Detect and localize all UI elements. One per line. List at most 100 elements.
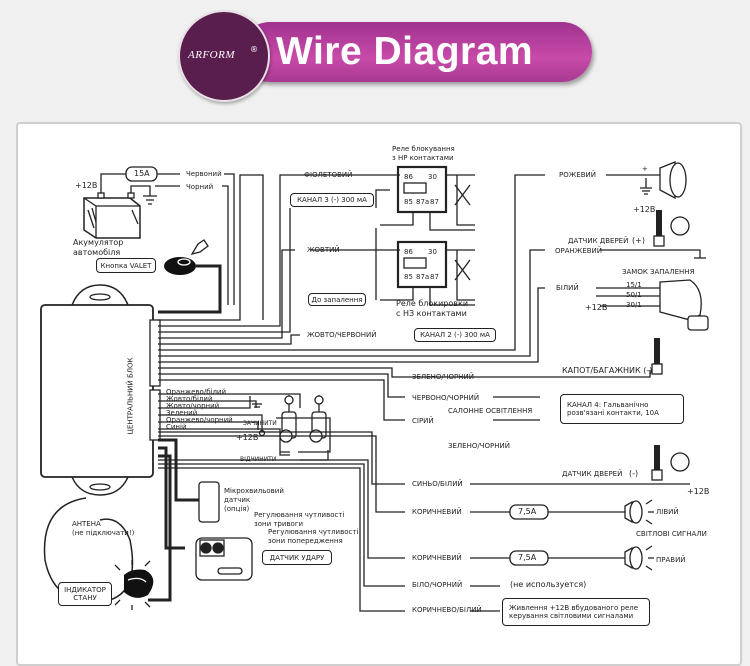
unlock-label: ВІДЧИНИТИ	[240, 456, 277, 463]
door-sensor-pos-polarity: (+)	[632, 236, 645, 245]
antenna-label-2: (не підключати!)	[72, 529, 135, 537]
valet-label-text: Кнопка VALET	[100, 261, 152, 270]
relay-nc-title: Реле блокировки	[396, 299, 469, 308]
not-used-label: (не используется)	[510, 580, 587, 589]
relay-nc-pin-30: 30	[428, 248, 437, 256]
relay-nc-pin-87: 87	[430, 273, 439, 281]
left-signal-label: ЛІВИЙ	[656, 508, 679, 516]
door-lock-wire-label: Зелений	[166, 409, 198, 417]
valet-button-icon	[164, 239, 209, 275]
ignition-terminal-15: 15/1	[626, 281, 642, 289]
door-lock-wire-label: Жовто/чорний	[166, 402, 220, 410]
title-pill	[240, 22, 592, 82]
wire-yellow-red-label: ЖОВТО/ЧЕРВОНИЙ	[307, 331, 377, 339]
logo-text: ARFORM	[188, 49, 235, 61]
right-signal-lamp-icon	[624, 545, 654, 571]
relay-power-text: Живлення +12В вбудованого реле	[509, 604, 639, 612]
wire-violet-label: ФІОЛЕТОВИЙ	[304, 171, 353, 179]
wire-blue-white-label: СИНЬО/БІЛИЙ	[412, 480, 463, 488]
relay-nc-pin-87a: 87a	[416, 273, 430, 281]
relay-nc-icon	[310, 228, 475, 306]
channel2-box: КАНАЛ 2 (-) 300 мА	[414, 328, 496, 342]
hood-trunk-label: КАПОТ/БАГАЖНИК (-)	[562, 366, 653, 375]
door-sensor-pos-label: ДАТЧИК ДВЕРЕЙ	[568, 237, 629, 245]
channel4-box: КАНАЛ 4: Гальванічно розв'язані контакти…	[560, 394, 684, 424]
ignition-lock-icon	[596, 279, 709, 331]
channel4-text-2: розв'язані контакти, 10А	[567, 409, 659, 417]
door-sensor-pos-voltage: +12В	[633, 205, 656, 214]
relay-power-box: Живлення +12В вбудованого реле керування…	[502, 598, 650, 626]
interior-light-label: САЛОННЕ ОСВІТЛЕННЯ	[448, 407, 533, 415]
left-signal-lamp-icon	[624, 499, 654, 525]
main-fuse-label: 15А	[134, 169, 150, 178]
central-unit-label: ЦЕНТРАЛЬНИЙ БЛОК	[126, 357, 135, 435]
relay-no-title-2: з НР контактами	[392, 154, 454, 162]
door-lock-wire-label: Оранжево/чорний	[166, 416, 233, 424]
ignition-lock-label: ЗАМОК ЗАПАЛЕННЯ	[622, 268, 695, 276]
wire-black-label: Чорний	[186, 183, 214, 191]
relay-nc-pin-85: 85	[404, 273, 413, 281]
wire-brown-right-label: КОРИЧНЕВИЙ	[412, 554, 462, 562]
relay-no-pin-87: 87	[430, 198, 439, 206]
relay-no-pin-85: 85	[404, 198, 413, 206]
battery-voltage: +12В	[75, 181, 98, 190]
wire-green-black-label: ЗЕЛЕНО/ЧОРНИЙ	[412, 373, 474, 381]
channel3-box: КАНАЛ 3 (-) 300 мА	[290, 193, 374, 207]
door-lock-voltage: +12В	[236, 433, 259, 442]
alarm-zone-adjust-label-2: зони тривоги	[254, 520, 304, 528]
left-fuse-label: 7,5А	[518, 507, 537, 516]
door-sensor-neg-label: ДАТЧИК ДВЕРЕЙ	[562, 470, 623, 478]
to-ignition-text: До запалення	[311, 295, 363, 304]
wire-pink-label: РОЖЕВИЙ	[559, 171, 596, 179]
wire-brown-white-label: КОРИЧНЕВО/БІЛИЙ	[412, 606, 482, 614]
door-pin-switch-pos-icon	[653, 210, 690, 247]
valet-button-label: Кнопка VALET	[96, 258, 156, 273]
relay-no-title: Реле блокування	[392, 145, 455, 153]
central-unit	[40, 284, 161, 496]
microwave-sensor-icon	[198, 481, 220, 523]
relay-nc-pin-86: 86	[404, 248, 413, 256]
siren-icon	[640, 161, 687, 200]
to-ignition-box: До запалення	[308, 293, 366, 306]
wire-green-black-2-label: ЗЕЛЕНО/ЧОРНИЙ	[448, 442, 510, 450]
ignition-voltage: +12В	[585, 303, 608, 312]
shock-sensor-label: ДАТЧИК УДАРУ	[269, 553, 325, 562]
shock-sensor-icon	[195, 537, 253, 581]
siren-polarity: +	[642, 165, 648, 173]
right-signal-label: ПРАВИЙ	[656, 556, 686, 564]
lock-label: ЗАЧИНИТИ	[243, 420, 277, 427]
relay-no-pin-87a: 87a	[416, 198, 430, 206]
door-lock-wire-label: Жовто/білий	[166, 395, 213, 403]
wire-yellow-label: ЖОВТИЙ	[307, 246, 340, 254]
ignition-terminal-50: 50/1	[626, 291, 642, 299]
right-fuse-label: 7,5А	[518, 553, 537, 562]
microwave-sensor-label-2: датчик	[224, 496, 251, 504]
header-banner: Wire Diagram ARFORM ®	[178, 10, 598, 102]
battery-label-2: автомобіля	[73, 248, 121, 257]
battery-label: Акумулятор	[73, 238, 124, 247]
indicator-label-box: ІНДИКАТОР СТАНУ	[58, 582, 112, 606]
channel4-text: КАНАЛ 4: Гальванічно	[567, 401, 649, 409]
wire-brown-left-label: КОРИЧНЕВИЙ	[412, 508, 462, 516]
warning-zone-adjust-label: Регулювання чутливості	[268, 528, 359, 536]
door-lock-actuators-icon	[276, 395, 331, 461]
door-lock-wire-label: Оранжево/білий	[166, 388, 227, 396]
registered-mark: ®	[250, 45, 258, 54]
relay-no-pin-86: 86	[404, 173, 413, 181]
wire-orange-label: ОРАНЖЕВИЙ	[555, 247, 603, 255]
microwave-sensor-label: Мікрохвильовий	[224, 487, 284, 495]
indicator-led-icon	[114, 560, 154, 610]
wire-white-black-label: БІЛО/ЧОРНИЙ	[412, 581, 463, 589]
wire-red-black-label: ЧЕРВОНО/ЧОРНИЙ	[412, 394, 480, 402]
channel3-text: КАНАЛ 3 (-) 300 мА	[297, 196, 367, 204]
indicator-label-2: СТАНУ	[73, 594, 97, 602]
door-sensor-neg-voltage: +12В	[687, 487, 710, 496]
wire-grey-label: СІРИЙ	[412, 417, 434, 425]
relay-no-icon	[310, 165, 475, 231]
door-lock-wire-label: Синій	[166, 423, 187, 431]
shock-sensor-label-box: ДАТЧИК УДАРУ	[262, 550, 332, 565]
relay-power-text-2: керування світловими сигналами	[509, 612, 634, 620]
wire-white-label: БІЛИЙ	[556, 284, 579, 292]
relay-nc-title-2: с НЗ контактами	[396, 309, 467, 318]
